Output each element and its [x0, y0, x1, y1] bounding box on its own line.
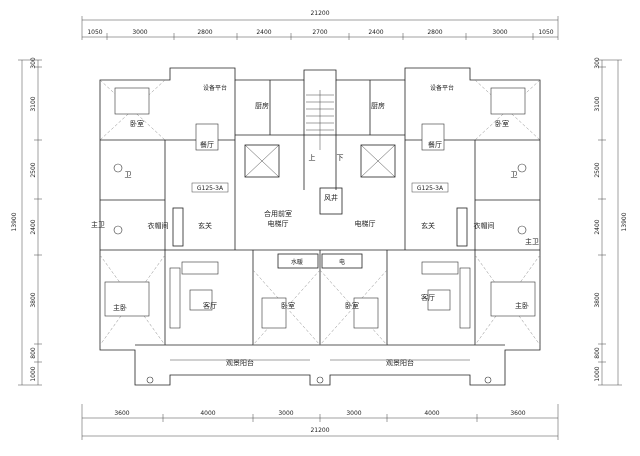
top-seg-7: 2800	[427, 29, 442, 36]
left-bath-small: 卫	[125, 171, 132, 179]
bottom-seg-6: 3600	[510, 410, 525, 417]
furniture	[104, 87, 536, 384]
core-elevator-hall-right: 电梯厅	[355, 219, 376, 228]
top-dimension-chain: 21200 1050 3000 2800 2400 2700 2400 2800…	[81, 10, 559, 40]
core-lobby: 合用前室	[264, 209, 292, 218]
right-master-bedroom: 主卧	[515, 301, 529, 310]
right-foyer: 玄关	[421, 221, 435, 230]
top-seg-3: 2800	[197, 29, 212, 36]
left-seg-6: 800	[30, 347, 37, 359]
left-seg-5: 3800	[30, 292, 37, 307]
overall-depth-right: 13900	[621, 212, 628, 231]
right-unit-labels: 设备平台 厨房 卧室 餐厅 卫 G125-3A 主卫 衣帽间 玄关 客厅 主卧 …	[345, 84, 539, 310]
right-dining: 餐厅	[428, 140, 442, 149]
right-seg-6: 800	[594, 347, 601, 359]
right-bedroom-south: 卧室	[345, 301, 359, 310]
left-dimension-chain: 13900 300 3100 2500 2400 3800 800 1000	[11, 57, 42, 386]
top-seg-4: 2400	[256, 29, 271, 36]
left-closet: 衣帽间	[148, 221, 169, 230]
right-seg-3: 2500	[594, 162, 601, 177]
right-equipment-platform: 设备平台	[430, 84, 454, 92]
top-seg-9: 1050	[538, 29, 553, 36]
top-seg-8: 3000	[492, 29, 507, 36]
right-living: 客厅	[421, 293, 435, 302]
top-seg-2: 3000	[132, 29, 147, 36]
core-electrical: 电	[339, 258, 345, 266]
left-master-bedroom: 主卧	[113, 303, 127, 312]
left-kitchen: 厨房	[255, 101, 269, 110]
bottom-seg-3: 3000	[278, 410, 293, 417]
left-balcony: 观景阳台	[226, 358, 254, 367]
left-equipment-platform: 设备平台	[203, 84, 227, 92]
left-bedroom-north: 卧室	[130, 119, 144, 128]
right-closet: 衣帽间	[474, 221, 495, 230]
right-master-bath: 主卫	[525, 237, 539, 246]
core-elevator-hall: 电梯厅	[268, 219, 289, 228]
right-bath-small: 卫	[511, 171, 518, 179]
core-water-heating: 水暖	[291, 258, 303, 266]
left-window-tag: G125-3A	[197, 185, 224, 192]
bottom-seg-1: 3600	[114, 410, 129, 417]
left-seg-2: 3100	[30, 96, 37, 111]
bottom-seg-4: 3000	[346, 410, 361, 417]
left-foyer: 玄关	[198, 221, 212, 230]
core-stair-up: 上	[309, 153, 316, 162]
right-balcony: 观景阳台	[386, 358, 414, 367]
overall-width-top: 21200	[310, 10, 329, 17]
left-living: 客厅	[203, 301, 217, 310]
left-bedroom-south: 卧室	[281, 301, 295, 310]
left-unit-labels: 设备平台 厨房 卧室 餐厅 卫 G125-3A 主卫 衣帽间 玄关 客厅 主卧 …	[91, 84, 295, 312]
left-seg-7: 1000	[30, 366, 37, 381]
core-stair-down: 下	[337, 154, 344, 162]
left-seg-4: 2400	[30, 219, 37, 234]
core-air-shaft: 风井	[324, 193, 338, 202]
right-seg-2: 3100	[594, 96, 601, 111]
overall-depth-left: 13900	[11, 212, 18, 231]
left-seg-3: 2500	[30, 162, 37, 177]
bottom-dimension-chain: 3600 4000 3000 3000 4000 3600 21200	[81, 404, 559, 440]
core-labels: 合用前室 电梯厅 电梯厅 风井 上 下 水暖 电	[264, 153, 376, 266]
balcony-labels: 观景阳台 观景阳台	[226, 358, 414, 367]
building-walls	[99, 67, 541, 386]
top-seg-5: 2700	[312, 29, 327, 36]
overall-width-bottom: 21200	[310, 427, 329, 434]
bottom-seg-2: 4000	[200, 410, 215, 417]
right-window-tag: G125-3A	[417, 185, 444, 192]
left-seg-1: 300	[30, 57, 37, 69]
right-seg-5: 3800	[594, 292, 601, 307]
left-dining: 餐厅	[200, 140, 214, 149]
top-seg-6: 2400	[368, 29, 383, 36]
top-seg-1: 1050	[87, 29, 102, 36]
right-seg-1: 300	[594, 57, 601, 69]
right-seg-7: 1000	[594, 366, 601, 381]
right-kitchen: 厨房	[371, 101, 385, 110]
right-seg-4: 2400	[594, 219, 601, 234]
bottom-seg-5: 4000	[424, 410, 439, 417]
right-dimension-chain: 13900 300 3100 2500 2400 3800 800 1000	[594, 57, 628, 386]
right-bedroom-north: 卧室	[495, 119, 509, 128]
left-master-bath: 主卫	[91, 220, 105, 229]
